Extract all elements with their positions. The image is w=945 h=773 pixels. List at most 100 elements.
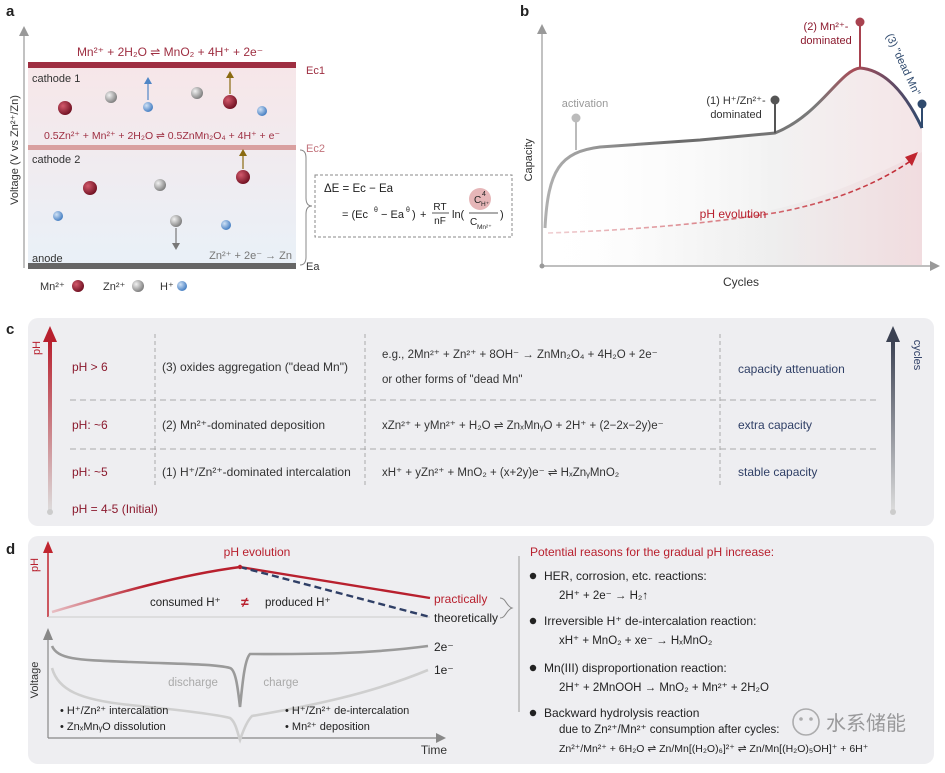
eq-frac-den: nF <box>434 216 446 227</box>
capacity-curve <box>543 66 924 229</box>
zn-ion <box>170 215 182 227</box>
panel-b-y-axis-arrow <box>537 24 547 34</box>
panel-d-ph-axis-arrow <box>43 541 53 553</box>
legend-zn-swatch <box>132 280 144 292</box>
cathode2-ions <box>53 149 250 250</box>
ph-arrow-shaft <box>48 340 52 512</box>
ec1-label: Ec1 <box>306 65 325 77</box>
panel-d-voltage-axis-label: Voltage <box>29 662 41 699</box>
legend-mn-label: Mn²⁺ <box>40 281 65 293</box>
activation-label: activation <box>562 98 608 110</box>
mn-up-arrowhead <box>239 149 247 156</box>
row3-effect: capacity attenuation <box>738 362 845 376</box>
row1-effect: stable capacity <box>738 465 817 479</box>
ph-arrow-tail <box>47 509 53 515</box>
eq-close: ) <box>500 209 504 221</box>
row2-ph: pH: ~6 <box>72 418 108 432</box>
row2-stage: (2) Mn²⁺-dominated deposition <box>162 418 325 432</box>
discharge-note-2: • ZnₓMnᵧO dissolution <box>60 721 166 733</box>
row1-stage: (1) H⁺/Zn²⁺-dominated intercalation <box>162 465 351 479</box>
ph-evolution-arrowhead <box>905 152 918 166</box>
reason-1-eq: 2H⁺ + 2e⁻ → H₂↑ <box>559 590 648 602</box>
panel-a-y-axis-arrow <box>19 26 29 36</box>
wechat-icon <box>792 708 820 736</box>
produced-h-label: produced H⁺ <box>265 597 331 609</box>
table-row-stage2: pH: ~6 (2) Mn²⁺-dominated deposition xZn… <box>72 418 812 432</box>
stage1-marker <box>770 95 780 105</box>
eq-den-sub: Mn²⁺ <box>477 224 492 231</box>
discharge-label: discharge <box>168 677 218 689</box>
reason-3-bullet <box>529 664 537 672</box>
anode-label: anode <box>32 253 63 265</box>
zn-ion <box>191 87 203 99</box>
wechat-icon-eye-left <box>799 717 803 721</box>
stage2-marker <box>855 17 865 27</box>
mn-ion <box>58 101 72 115</box>
panel-label-a: a <box>6 3 15 20</box>
eq-theta-c: θ <box>374 207 378 214</box>
row2-effect: extra capacity <box>738 418 812 432</box>
ec2-label: Ec2 <box>306 143 325 155</box>
panel-a-background <box>28 63 296 268</box>
ec2-bar <box>28 145 296 150</box>
mn-ion <box>223 95 237 109</box>
eq-line2-prefix: = (Ec <box>342 209 368 221</box>
row2-reaction: xZn²⁺ + yMn²⁺ + H₂O ⇌ ZnₓMnᵧO + 2H⁺ + (2… <box>382 420 664 432</box>
panel-a-y-axis-label: Voltage (V vs Zn²⁺/Zn) <box>9 95 21 205</box>
eq-num-sub: H⁺ <box>481 201 489 208</box>
panel-d-background <box>28 536 934 764</box>
cathode2-label: cathode 2 <box>32 154 80 166</box>
charge-label: charge <box>263 677 298 689</box>
panel-b-curve-fill <box>545 68 922 265</box>
row3-stage: (3) oxides aggregation ("dead Mn") <box>162 360 348 374</box>
ph-evolution-curve <box>547 159 913 234</box>
h-ion <box>257 106 267 116</box>
reason-1-title: HER, corrosion, etc. reactions: <box>544 569 707 583</box>
panel-label-b: b <box>520 3 529 20</box>
cycles-arrow-head <box>886 326 900 342</box>
ph-evolution-title: pH evolution <box>224 545 291 559</box>
stage2-line2: dominated <box>800 35 851 47</box>
reason-1: HER, corrosion, etc. reactions: 2H⁺ + 2e… <box>529 569 707 602</box>
discharge-charge-curve-2e <box>50 644 429 708</box>
ph-axis-label: pH <box>31 341 43 355</box>
row3-reaction2: or other forms of "dead Mn" <box>382 374 522 386</box>
row3-ph: pH > 6 <box>72 360 108 374</box>
row1-ph: pH: ~5 <box>72 465 108 479</box>
cycles-axis-label: cycles <box>911 340 923 371</box>
mid-reaction: 0.5Zn²⁺ + Mn²⁺ + 2H₂O ⇌ 0.5ZnMn₂O₄ + 4H⁺… <box>44 130 280 142</box>
consumed-h-label: consumed H⁺ <box>150 597 221 609</box>
potential-brace <box>299 149 313 266</box>
ion-legend: Mn²⁺ Zn²⁺ H⁺ <box>40 280 187 293</box>
theoretically-label: theoretically <box>434 611 498 625</box>
discharge-charge-curve-1e <box>50 667 429 744</box>
ph-practical-line <box>239 565 431 600</box>
zn-down-arrowhead <box>172 243 180 250</box>
h-ion <box>53 211 63 221</box>
mn-ion <box>236 170 250 184</box>
ea-label: Ea <box>306 261 320 273</box>
anode-reaction: Zn²⁺ + 2e⁻ → Zn <box>209 250 292 262</box>
panel-label-c: c <box>6 321 14 338</box>
stage1-line1: (1) H⁺/Zn²⁺- <box>706 95 766 107</box>
reason-4-title2: due to Zn²⁺/Mn²⁺ consumption after cycle… <box>559 724 780 736</box>
ph-rise-curve <box>51 565 241 614</box>
top-reaction: Mn²⁺ + 2H₂O ⇌ MnO₂ + 4H⁺ + 2e⁻ <box>77 45 263 59</box>
panel-label-d: d <box>6 541 15 558</box>
curve-1e-label: 1e⁻ <box>434 663 454 677</box>
cathode1-ions <box>58 71 267 116</box>
watermark: 水系储能 <box>792 708 906 736</box>
zn-ion <box>105 91 117 103</box>
table-row-stage3: pH > 6 (3) oxides aggregation ("dead Mn"… <box>72 349 845 386</box>
eq-num-exp: 4 <box>482 191 486 198</box>
panel-b-x-axis-label: Cycles <box>723 275 759 289</box>
panel-d-time-axis-label: Time <box>421 743 448 757</box>
ph-arrow-head <box>43 326 57 342</box>
panel-d-ph-axis-label: pH <box>29 558 41 572</box>
legend-h-swatch <box>177 281 187 291</box>
mn-up-arrowhead <box>226 71 234 78</box>
stage3-marker <box>917 99 927 109</box>
ph-brace <box>499 597 514 619</box>
eq-theta-a: θ <box>406 207 410 214</box>
